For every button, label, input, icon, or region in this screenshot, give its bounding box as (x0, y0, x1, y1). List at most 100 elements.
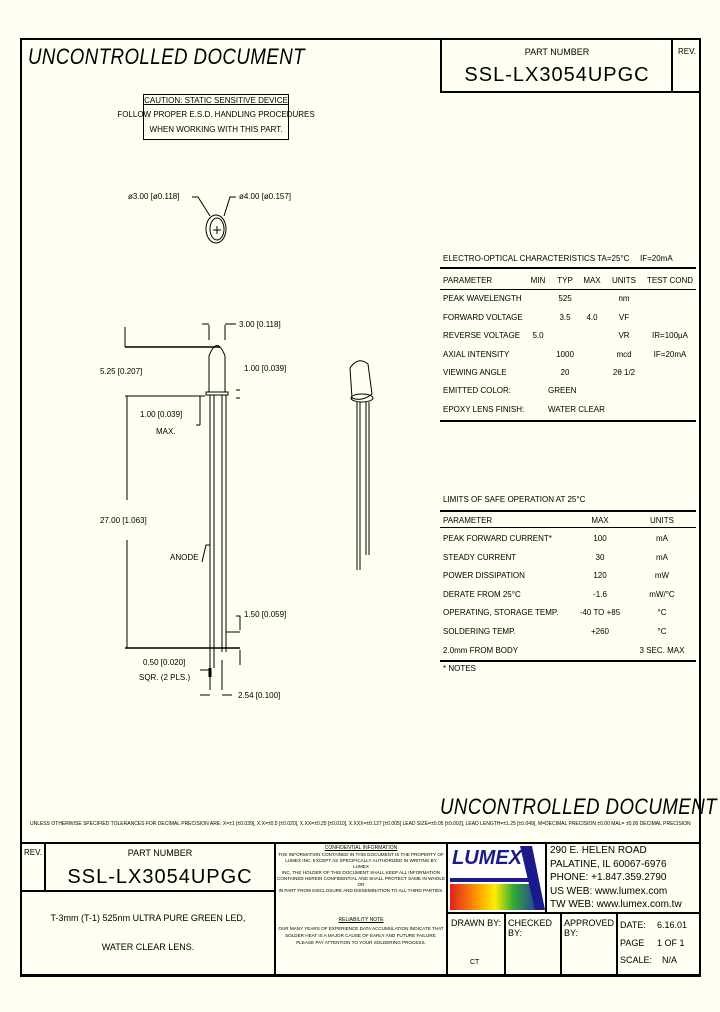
safe-cell: 3 SEC. MAX (639, 645, 685, 655)
emitted-color-label: EMITTED COLOR: (443, 386, 512, 395)
dim-flange-max: 1.00 [0.039] (140, 410, 183, 419)
address-line: PALATINE, IL 60067-6976 (550, 858, 667, 870)
dim-dia-4mm: ø4.00 [ø0.157] (239, 192, 292, 201)
reliability-text: OUR MANY YEARS OF EXPERIENCE DATA ACCUMU… (277, 925, 445, 946)
eo-cell: FORWARD VOLTAGE (443, 312, 523, 322)
side-view (124, 323, 241, 696)
page-label: PAGE (620, 938, 645, 948)
eo-cell: 3.5 (559, 312, 571, 322)
dim-max: MAX. (156, 427, 176, 436)
dim-length: 27.00 [1.063] (100, 516, 147, 525)
reliability-line: SOLDER HEAT IS A MAJOR CAUSE OF EARLY AN… (285, 933, 437, 938)
date: 6.16.01 (657, 920, 688, 930)
safe-cell: mA (656, 534, 668, 543)
dim-height: 5.25 [0.207] (100, 367, 143, 376)
dim-flange: 1.00 [0.039] (244, 364, 287, 373)
eo-cell: 525 (558, 294, 572, 303)
caution-line-3: WHEN WORKING WITH THIS PART. (149, 125, 283, 134)
confidential-line: THE INFORMATION CONTAINED IN THIS DOCUME… (278, 852, 444, 857)
address-line: TW WEB: www.lumex.com.tw (550, 899, 682, 910)
confidential-line: CONTAINED HEREIN CONFIDENTIAL AND SHALL … (277, 876, 445, 887)
safe-cell: mW (654, 571, 670, 581)
address-line: US WEB: www.lumex.com (550, 885, 668, 897)
safe-cell: °C (657, 627, 667, 636)
svg-text:LUMEX: LUMEX (452, 847, 524, 869)
caution-box (143, 94, 289, 140)
safe-header: PARAMETER (443, 516, 493, 525)
eo-cell: VR (618, 331, 630, 340)
eo-cell: 5.0 (532, 331, 544, 340)
eo-cell: 20 (560, 368, 570, 377)
confidential-line: INC, THE HOLDER OF THIS DOCUMENT SHALL K… (281, 870, 441, 875)
dim-width: 3.00 [0.118] (239, 320, 281, 329)
safe-cell: PEAK FORWARD CURRENT* (443, 534, 552, 543)
eo-cell: mcd (616, 349, 632, 359)
uncontrolled-stamp-footer: UNCONTROLLED DOCUMENT (440, 794, 717, 819)
eo-header: MAX (583, 276, 601, 285)
top-view (192, 196, 236, 244)
part-number-label: PART NUMBER (524, 47, 590, 57)
safe-cell: °C (657, 608, 667, 618)
confidential-text: THE INFORMATION CONTAINED IN THIS DOCUME… (277, 852, 445, 894)
drawn-by-label: DRAWN BY: (451, 918, 502, 928)
eo-title: ELECTRO-OPTICAL CHARACTERISTICS TA=25°C (443, 254, 630, 263)
approved-by-label: APPROVED BY: (564, 918, 615, 938)
safe-cell: POWER DISSIPATION (443, 571, 525, 581)
eo-condition: IF=20mA (640, 254, 673, 263)
tb-rev-label: REV. (24, 848, 42, 857)
safe-cell: -40 TO +85 (579, 608, 621, 618)
safe-cell: 120 (593, 571, 607, 581)
safe-cell: STEADY CURRENT (443, 552, 517, 562)
eo-header: TYP (557, 276, 573, 285)
safe-cell: OPERATING, STORAGE TEMP. (443, 608, 559, 618)
address-line: PHONE: +1.847.359.2790 (550, 872, 667, 883)
dim-lead-step: 1.50 [0.059] (244, 610, 287, 619)
part-number: SSL-LX3054UPGC (464, 64, 650, 86)
safe-cell: +260 (590, 627, 610, 636)
eo-header: UNITS (612, 276, 636, 285)
safe-cell: SOLDERING TEMP. (443, 627, 516, 636)
eo-cell: nm (618, 294, 630, 303)
caution-line-2: FOLLOW PROPER E.S.D. HANDLING PROCEDURES (117, 110, 315, 119)
address-line: 290 E. HELEN ROAD (550, 845, 647, 856)
anode-label: ANODE (170, 553, 199, 562)
dim-dia-3mm: ø3.00 [ø0.118] (128, 192, 180, 201)
reliability-line: PLEASE PAY ATTENTION TO YOUR SOLDERING P… (296, 940, 426, 945)
eo-cell: 4.0 (586, 312, 598, 322)
confidential-title: CONFIDENTIAL INFORMATION (324, 845, 398, 851)
eo-cell: REVERSE VOLTAGE (443, 331, 521, 340)
tb-part-number-label: PART NUMBER (127, 848, 193, 858)
eo-header: TEST COND (646, 276, 694, 285)
eo-header: PARAMETER (443, 276, 493, 285)
safe-note: * NOTES (443, 664, 476, 673)
lens-finish-label: EPOXY LENS FINISH: (443, 405, 525, 414)
eo-cell: 2θ 1/2 (612, 368, 636, 377)
tb-description-2: WATER CLEAR LENS. (101, 942, 195, 952)
safe-cell: 100 (593, 534, 607, 543)
emitted-color: GREEN (548, 386, 577, 395)
scale-label: SCALE: (620, 955, 653, 965)
eo-cell: AXIAL INTENSITY (443, 349, 510, 359)
uncontrolled-stamp: UNCONTROLLED DOCUMENT (28, 44, 305, 69)
eo-header: MIN (530, 276, 546, 285)
safe-cell: mA (656, 552, 668, 562)
scale: N/A (662, 955, 678, 965)
drawn-by: CT (470, 959, 480, 966)
company-address: 290 E. HELEN ROAD PALATINE, IL 60067-6976… (550, 844, 682, 912)
rev-label: REV. (678, 47, 696, 56)
perspective-view (349, 360, 374, 570)
tb-part-number: SSL-LX3054UPGC (67, 866, 253, 888)
tb-description-1: T-3mm (T-1) 525nm ULTRA PURE GREEN LED, (50, 913, 246, 923)
dim-pitch: 2.54 [0.100] (238, 691, 281, 700)
safe-cell: mW/°C (649, 589, 675, 599)
safe-title: LIMITS OF SAFE OPERATION AT 25°C (443, 495, 586, 504)
dim-lead-square: 0.50 [0.020] (143, 658, 186, 667)
eo-cell: 1000 (556, 349, 574, 359)
checked-by-label: CHECKED BY: (508, 918, 553, 938)
rev-box (671, 38, 701, 93)
eo-cell: VF (618, 312, 630, 322)
lens-finish: WATER CLEAR (548, 405, 605, 414)
